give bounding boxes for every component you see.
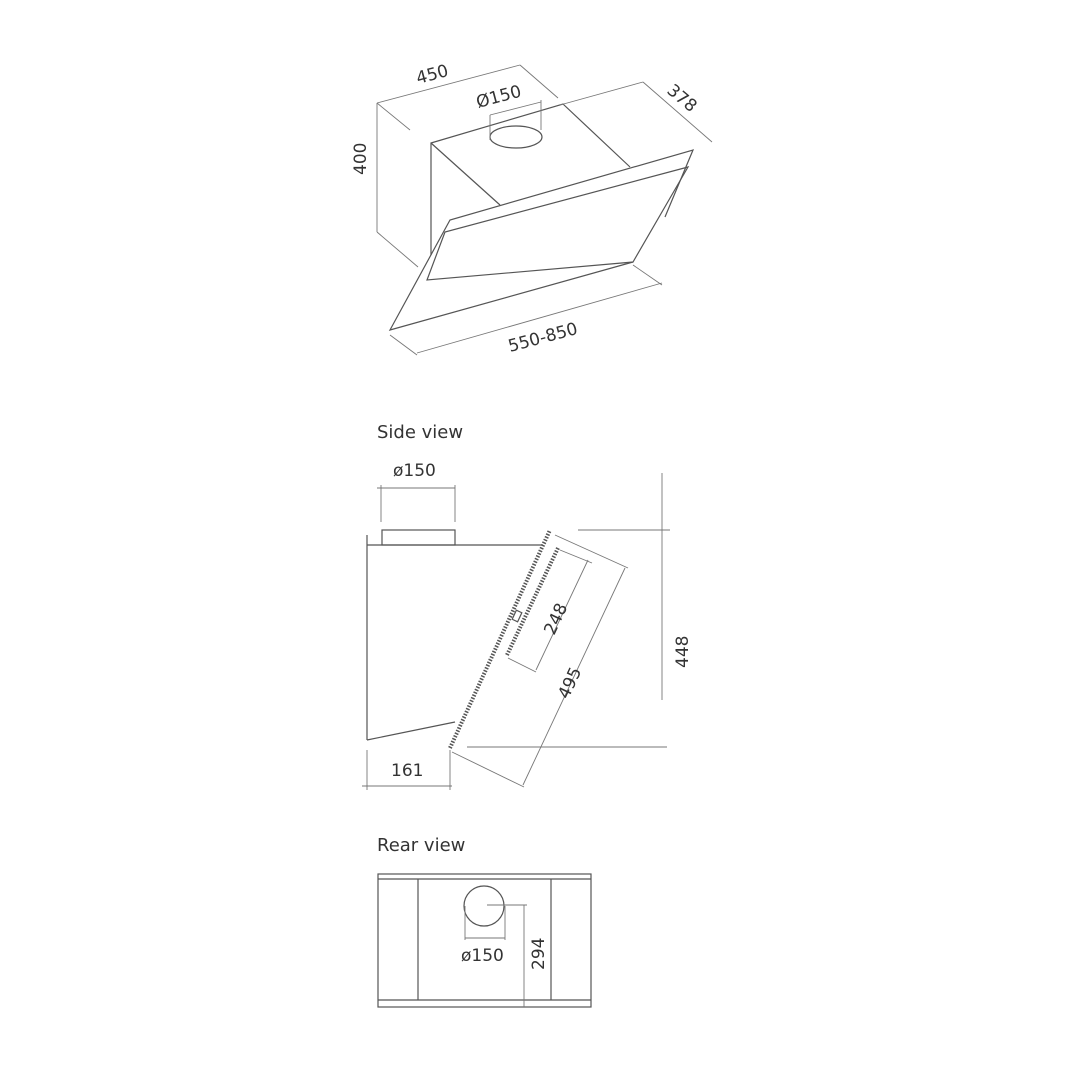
side-dimension-lines: [362, 473, 670, 790]
rear-view: Rear view ø150 294: [377, 835, 592, 1008]
rear-hood-outline: [377, 873, 592, 1008]
iso-view: 450 Ø150 378 400 550-850: [351, 61, 713, 357]
rear-duct-label: ø150: [461, 946, 504, 966]
duct-opening: [463, 885, 505, 927]
inner-panel-label: 248: [540, 600, 572, 638]
rear-dimension-lines: [464, 904, 527, 1007]
bottom-depth-label: 161: [391, 761, 423, 781]
iso-height-label: 400: [351, 143, 371, 175]
rear-view-title: Rear view: [377, 835, 465, 856]
side-duct-label: ø150: [393, 461, 436, 481]
side-view-title: Side view: [377, 422, 463, 443]
iso-dimension-lines: [376, 64, 713, 356]
side-view: Side view ø150 248 4: [362, 422, 693, 790]
glass-panel: [448, 529, 552, 749]
duct-offset-label: 294: [529, 938, 549, 970]
total-height-label: 448: [673, 636, 693, 668]
side-hood-outline: [366, 529, 560, 749]
duct-opening: [489, 125, 543, 149]
panel-length-label: 495: [554, 664, 586, 702]
iso-hood-outline: [388, 103, 695, 331]
iso-depth-label: 378: [663, 81, 701, 117]
